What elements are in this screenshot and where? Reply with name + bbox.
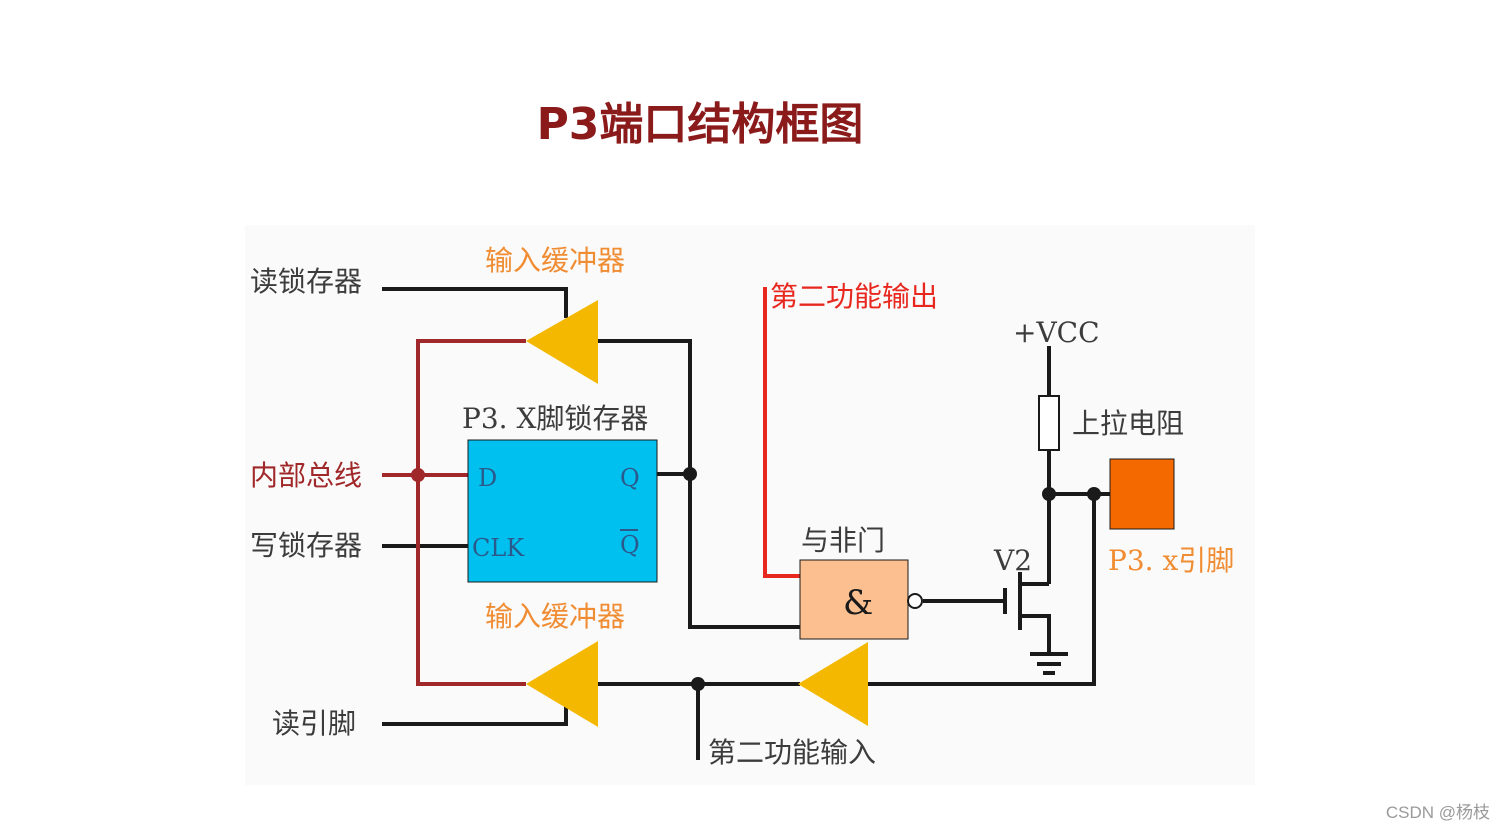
v2-label: V2 [993, 544, 1032, 577]
v2-source [1020, 614, 1051, 654]
second-function-buffer [798, 642, 868, 726]
watermark: CSDN @杨枝 [1385, 803, 1490, 822]
second-input-label: 第二功能输入 [708, 736, 876, 769]
pin-name-label: P3. x引脚 [1108, 544, 1234, 577]
internal-bus-label: 内部总线 [250, 459, 362, 492]
gate-symbol: & [843, 583, 873, 623]
q-junction-dot [683, 467, 697, 481]
q-to-gate-wire [598, 339, 800, 629]
pullup-label: 上拉电阻 [1072, 407, 1184, 440]
pullup-junction-dot [1042, 487, 1056, 501]
p3-pin-block [1109, 458, 1175, 530]
page-title: P3端口结构框图 [536, 99, 864, 150]
nand-inverter-bubble [907, 593, 923, 609]
latch-pin-qbar: Q [620, 531, 640, 559]
second-output-label: 第二功能输出 [770, 280, 938, 313]
pin-feedback-wire [868, 494, 1096, 686]
bus-loop-wire [416, 339, 526, 686]
latch-title-label: P3. X脚锁存器 [462, 402, 648, 435]
read-latch-label: 读锁存器 [250, 265, 362, 298]
second-output-wire [763, 287, 800, 578]
bottom-input-buffer [526, 641, 598, 727]
read-latch-wire [382, 287, 568, 318]
top-buffer-label: 输入缓冲器 [485, 244, 625, 277]
diagram-panel [245, 225, 1255, 785]
junctions [683, 467, 1101, 691]
nand-gate-block [799, 559, 909, 640]
input-junction-dot [691, 677, 705, 691]
latch-pin-clk: CLK [472, 534, 525, 562]
top-input-buffer [526, 300, 598, 384]
latch-block [467, 439, 658, 583]
latch-pin-q: Q [620, 464, 640, 492]
write-latch-label: 写锁存器 [250, 529, 362, 562]
read-pin-label: 读引脚 [272, 707, 356, 740]
pullup-resistor [1038, 395, 1060, 451]
buffers [526, 300, 868, 727]
pin-junction-dot [1087, 487, 1101, 501]
latch-pin-d: D [478, 464, 497, 492]
vcc-label: +VCC [1013, 316, 1100, 349]
read-pin-wire [382, 706, 568, 726]
bottom-buffer-label: 输入缓冲器 [485, 600, 625, 633]
nand-gate-label: 与非门 [801, 524, 885, 557]
bus-junction-dot [411, 468, 425, 482]
